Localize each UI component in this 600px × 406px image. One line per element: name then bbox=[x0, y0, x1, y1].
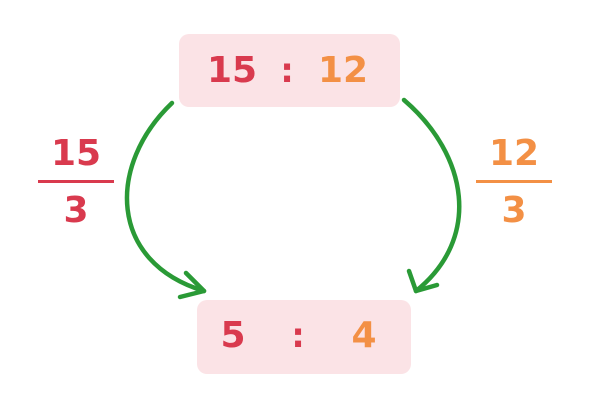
left-fraction-numerator: 15 bbox=[50, 133, 102, 174]
bottom-ratio-right-value: 4 bbox=[351, 315, 377, 356]
right-arrow-head bbox=[406, 268, 440, 294]
top-ratio-box bbox=[179, 34, 400, 107]
right-fraction-denominator: 3 bbox=[501, 190, 527, 231]
bottom-ratio-left-value: 5 bbox=[220, 315, 246, 356]
top-ratio-right-value: 12 bbox=[317, 50, 369, 91]
bottom-ratio-box bbox=[197, 300, 411, 374]
right-fraction-numerator: 12 bbox=[488, 133, 540, 174]
right-fraction-bar bbox=[476, 180, 552, 183]
top-ratio-colon: : bbox=[280, 51, 294, 91]
bottom-ratio-colon: : bbox=[291, 316, 305, 356]
right-fraction: 12 3 bbox=[476, 136, 552, 229]
top-ratio-left-value: 15 bbox=[206, 50, 258, 91]
left-fraction-denominator: 3 bbox=[63, 190, 89, 231]
right-arrow bbox=[401, 97, 462, 294]
left-arrow bbox=[124, 100, 207, 294]
left-fraction-bar bbox=[38, 180, 114, 183]
left-fraction: 15 3 bbox=[38, 136, 114, 229]
left-arrow-head bbox=[177, 270, 207, 300]
